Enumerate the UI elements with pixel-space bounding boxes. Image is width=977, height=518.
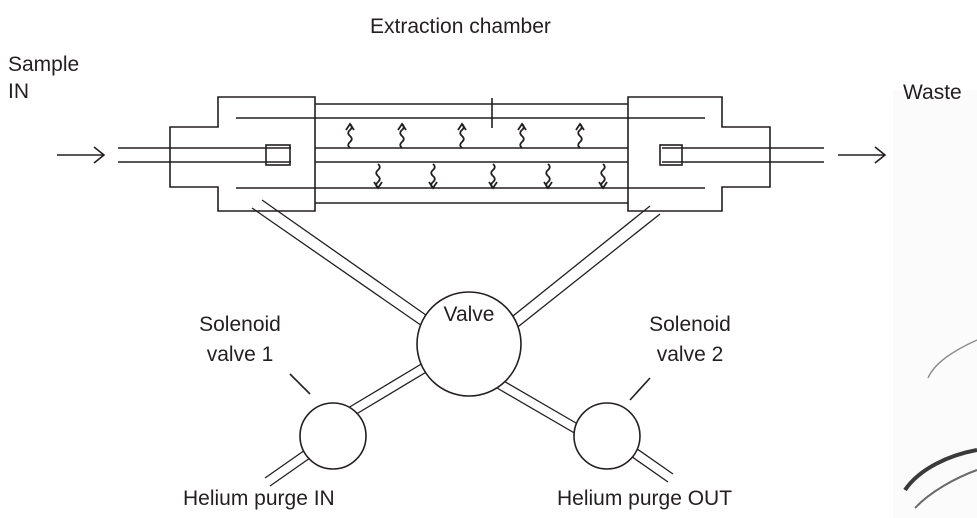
valve-label: Valve bbox=[443, 303, 495, 326]
left-ferrule bbox=[265, 144, 291, 166]
solenoid-valve-1-label-line2: valve 1 bbox=[206, 343, 274, 366]
down-arrow-2 bbox=[428, 163, 438, 190]
sample-in-label-line1: Sample bbox=[8, 53, 80, 76]
inlet-arrow bbox=[57, 146, 106, 164]
up-arrow-2 bbox=[397, 122, 407, 149]
up-arrow-5 bbox=[575, 122, 585, 149]
downward-diffusion-arrows bbox=[373, 163, 608, 190]
helium-out-tube bbox=[627, 445, 674, 483]
solenoid-valve-1 bbox=[289, 373, 367, 470]
solenoid-valve-1-label-line1: Solenoid bbox=[199, 313, 281, 336]
right-ferrule bbox=[659, 144, 683, 166]
purge-tube-right-lower bbox=[496, 379, 589, 439]
outlet-tubing bbox=[662, 147, 824, 163]
down-arrow-4 bbox=[543, 163, 553, 190]
helium-purge-out-label: Helium purge OUT bbox=[557, 487, 733, 510]
outlet-arrow bbox=[838, 146, 887, 164]
up-arrow-3 bbox=[457, 122, 467, 149]
purge-tube-left-lower bbox=[347, 359, 434, 417]
sample-in-label-line2: IN bbox=[8, 80, 29, 103]
solenoid-valve-2-label-line2: valve 2 bbox=[656, 343, 724, 366]
down-arrow-1 bbox=[373, 163, 383, 190]
upward-diffusion-arrows bbox=[345, 122, 585, 149]
solenoid-valve-2-label-line1: Solenoid bbox=[649, 313, 731, 336]
helium-purge-in-label: Helium purge IN bbox=[183, 487, 335, 510]
waste-label: Waste bbox=[903, 81, 962, 104]
inlet-tubing bbox=[118, 147, 291, 163]
helium-in-tube bbox=[264, 449, 311, 487]
down-arrow-5 bbox=[598, 163, 608, 190]
left-end-fitting bbox=[169, 96, 316, 212]
down-arrow-3 bbox=[488, 163, 498, 190]
valve-circle bbox=[416, 291, 522, 397]
solenoid-valve-2 bbox=[573, 377, 651, 470]
purge-tube-right-upper bbox=[507, 205, 661, 331]
chamber-body bbox=[236, 98, 705, 204]
up-arrow-4 bbox=[517, 122, 527, 149]
photo-fragment bbox=[893, 90, 977, 518]
diagram-title: Extraction chamber bbox=[370, 15, 551, 38]
purge-tube-left-upper bbox=[251, 199, 434, 329]
right-end-fitting bbox=[627, 96, 771, 212]
up-arrow-1 bbox=[345, 122, 355, 149]
